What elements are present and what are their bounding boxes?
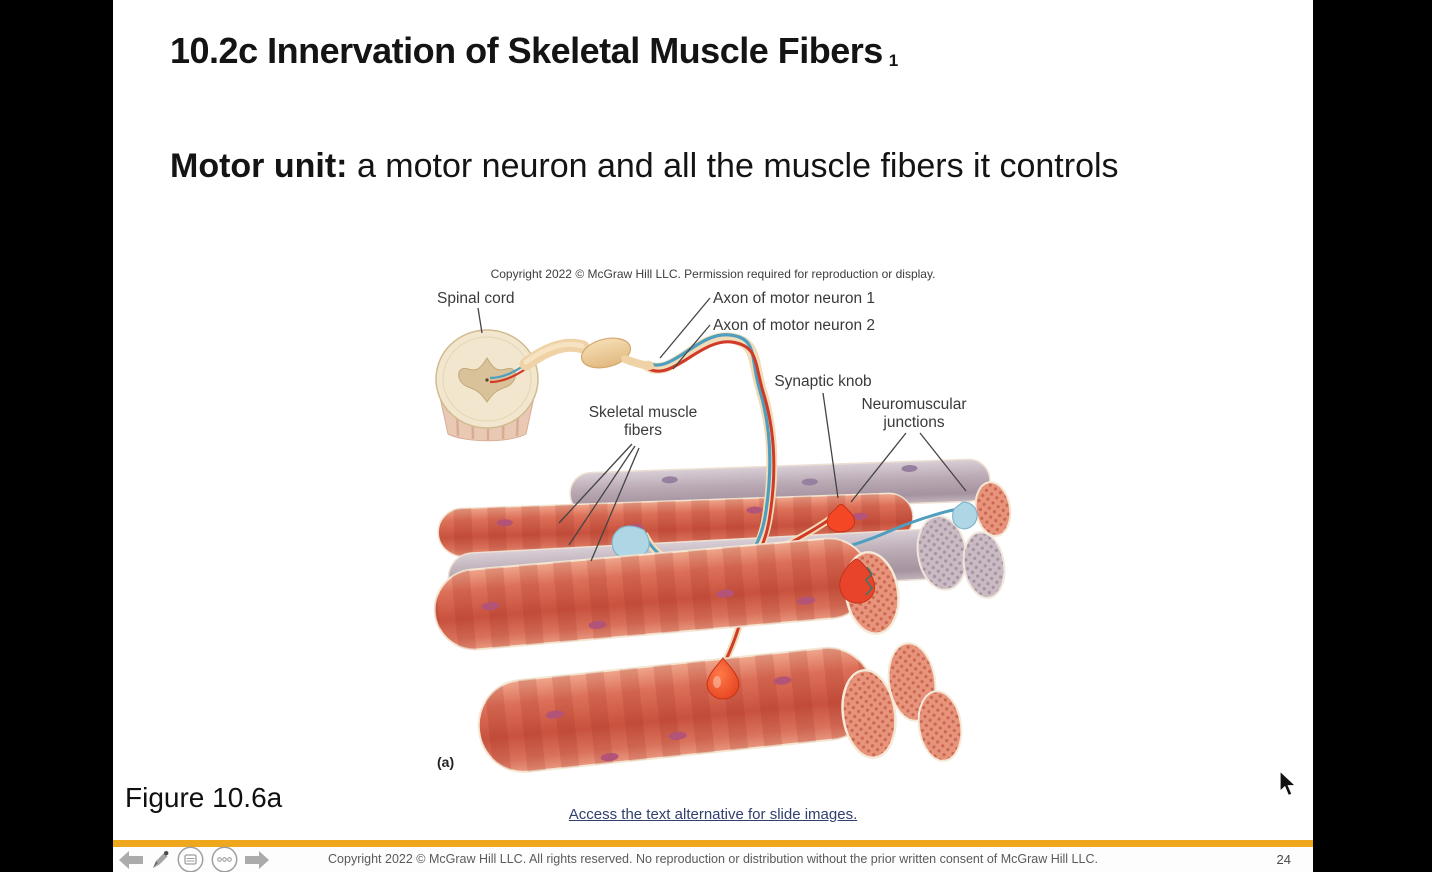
slide-title: 10.2c Innervation of Skeletal Muscle Fib… [170, 30, 898, 72]
accent-bar [113, 840, 1313, 847]
ellipsis-icon [211, 846, 238, 872]
knob-highlight [713, 676, 721, 688]
definition-rest: a motor neuron and all the muscle fibers… [347, 147, 1119, 185]
letterbox-left [0, 0, 113, 872]
footer-bar: Copyright 2022 © McGraw Hill LLC. All ri… [113, 846, 1313, 872]
text-alternative-link[interactable]: Access the text alternative for slide im… [568, 806, 858, 823]
neuromuscular-junction-blue-right [952, 501, 978, 530]
label-skeletal-line1: Skeletal muscle [589, 404, 698, 421]
synaptic-knob-red [826, 504, 856, 533]
letterbox-right [1313, 0, 1432, 872]
muscle-fiber-red-bottom [477, 646, 875, 773]
neuromuscular-junction-red-cap [839, 558, 876, 604]
fiber-end-cap-red-bottom-3 [917, 690, 963, 762]
label-spinal-cord: Spinal cord [437, 290, 515, 307]
figure-leader-lines [477, 297, 967, 562]
previous-slide-button[interactable] [119, 850, 143, 869]
slide-panel-icon [177, 846, 204, 872]
previous-arrow-icon [119, 850, 143, 869]
next-slide-button[interactable] [245, 850, 269, 869]
axon-motor-neuron-2 [648, 340, 776, 564]
slideshow-toolbar [119, 846, 269, 872]
slide-canvas: 10.2c Innervation of Skeletal Muscle Fib… [113, 0, 1313, 872]
more-options-button[interactable] [211, 846, 238, 872]
pen-tool-button[interactable] [150, 850, 170, 870]
next-arrow-icon [245, 850, 269, 869]
footer-copyright: Copyright 2022 © McGraw Hill LLC. All ri… [328, 852, 1098, 866]
definition-term: Motor unit: [170, 147, 348, 185]
label-skeletal-line2: fibers [624, 422, 662, 439]
pen-icon [153, 850, 169, 868]
figure-caption: Figure 10.6a [125, 782, 283, 813]
slide-title-footnote: 1 [888, 51, 898, 70]
fiber-end-cap-gray-2 [962, 531, 1006, 599]
label-synaptic-knob: Synaptic knob [774, 373, 871, 390]
slide-body-text: Motor unit: a motor neuron and all the m… [170, 142, 1200, 190]
panel-label-a: (a) [437, 754, 454, 770]
fiber-end-cap-red-bottom-1 [841, 669, 897, 759]
muscle-fiber-red-big [433, 537, 871, 651]
label-neuromuscular-line1: Neuromuscular [861, 396, 966, 413]
motor-unit-figure: Spinal cord Axon of motor neuron 1 Axon … [433, 290, 1012, 773]
page-number: 24 [1276, 852, 1291, 867]
label-neuromuscular-line2: junctions [882, 414, 944, 431]
junction-folds [865, 566, 873, 596]
figure-copyright-line: Copyright 2022 © McGraw Hill LLC. Permis… [490, 267, 936, 281]
spinal-cord-illustration [435, 329, 654, 442]
synaptic-knob-orange-bottom [706, 657, 740, 700]
mouse-cursor [1280, 771, 1298, 797]
slide-panel-button[interactable] [177, 846, 204, 872]
label-axon-motor-neuron-1: Axon of motor neuron 1 [713, 290, 875, 307]
label-axon-motor-neuron-2: Axon of motor neuron 2 [713, 317, 875, 334]
slide-title-text: 10.2c Innervation of Skeletal Muscle Fib… [170, 30, 883, 71]
axon-motor-neuron-1 [647, 333, 772, 559]
